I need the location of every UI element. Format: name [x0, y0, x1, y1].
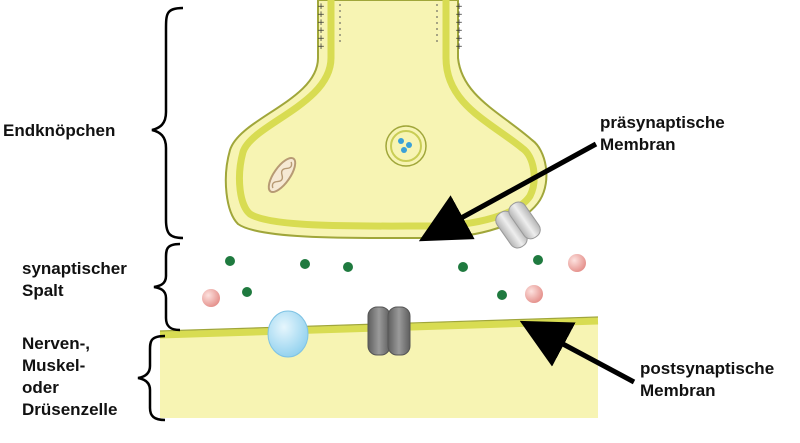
charge-sign: +	[317, 34, 325, 44]
label-line: präsynaptische	[600, 113, 725, 132]
brace-endknoepfchen	[151, 6, 184, 240]
postsynaptic-ion-channel	[367, 306, 411, 356]
neurotransmitter	[497, 290, 507, 300]
charges-left: ++++++	[317, 2, 325, 52]
label-line: Membran	[600, 135, 676, 154]
neurotransmitter-molecules	[225, 255, 543, 300]
neurotransmitter	[300, 259, 310, 269]
label-line: oder	[22, 378, 59, 397]
label-line: Muskel-	[22, 356, 86, 375]
charge-sign: +	[455, 10, 463, 20]
label-praesynaptische-membran: präsynaptische Membran	[600, 112, 725, 156]
charge-sign: +	[455, 2, 463, 12]
ion-molecule	[202, 289, 220, 307]
neurotransmitter	[343, 262, 353, 272]
mitochondrion	[267, 156, 297, 194]
charge-sign: +	[455, 18, 463, 28]
presynaptic-membrane-inner	[235, 0, 538, 230]
charge-sign: +	[317, 10, 325, 20]
label-line: postsynaptische	[640, 359, 775, 378]
charge-sign: +	[317, 26, 325, 36]
neurotransmitter	[533, 255, 543, 265]
brace-zelle	[137, 334, 166, 422]
charges-right: ++++++	[455, 2, 463, 52]
label-zelle: Nerven-, Muskel- oder Drüsenzelle	[22, 333, 117, 421]
neurotransmitter	[225, 256, 235, 266]
charge-sign: +	[455, 42, 463, 52]
brace-spalt	[153, 242, 181, 332]
neurotransmitter	[458, 262, 468, 272]
charge-sign: +	[317, 18, 325, 28]
label-line: Drüsenzelle	[22, 400, 118, 419]
label-endknoepfchen: Endknöpchen	[3, 121, 116, 140]
charge-sign: +	[455, 34, 463, 44]
label-line: Spalt	[22, 281, 64, 300]
charge-sign: +	[317, 42, 325, 52]
neurotransmitter	[242, 287, 252, 297]
label-postsynaptische-membran: postsynaptische Membran	[640, 358, 774, 402]
postsynaptic-cell	[160, 322, 598, 418]
postsynaptic-receptor-blue	[267, 310, 309, 358]
charge-sign: +	[317, 2, 325, 12]
ion-molecule	[525, 285, 543, 303]
synaptic-vesicle	[385, 125, 427, 167]
label-synaptischer-spalt: synaptischer Spalt	[22, 258, 127, 302]
label-line: synaptischer	[22, 259, 127, 278]
label-line: Nerven-,	[22, 334, 91, 353]
ion-molecules	[202, 254, 586, 307]
arrow-postsynaptisch	[519, 320, 636, 385]
arrow-praesynaptisch	[418, 141, 598, 242]
label-line: Membran	[640, 381, 716, 400]
presynaptic-ion-channel	[495, 201, 541, 249]
charge-sign: +	[455, 26, 463, 36]
ion-molecule	[568, 254, 586, 272]
